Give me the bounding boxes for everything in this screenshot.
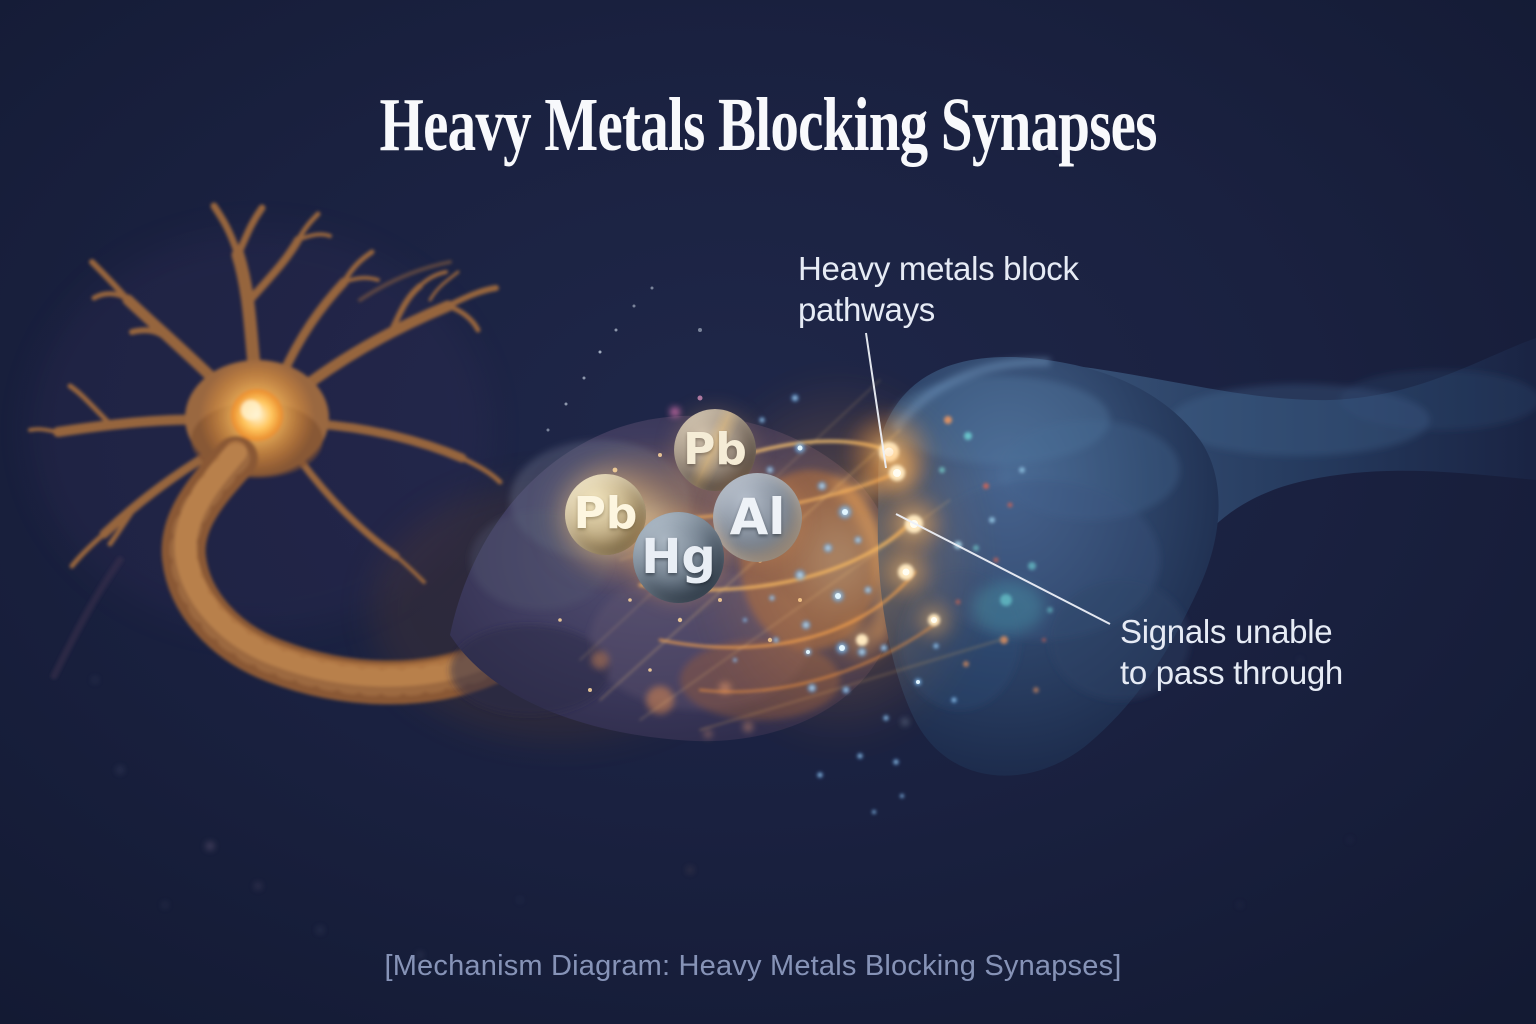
leader-line-pathways <box>865 332 887 469</box>
synaptic-gap <box>546 286 1001 815</box>
metal-sphere-al: Al <box>713 473 802 562</box>
particle-cores <box>797 445 920 684</box>
ambient-dust <box>92 118 1352 958</box>
metal-symbol-hg: Hg <box>641 528 716 585</box>
neurotransmitter-particles <box>732 393 958 815</box>
metal-symbol-al: Al <box>729 487 786 546</box>
blocked-signal-glows <box>836 406 958 666</box>
metal-symbol-pb-2: Pb <box>573 488 638 539</box>
metal-symbol-pb-1: Pb <box>683 423 747 475</box>
annotation-signals-unable: Signals unable to pass through <box>1120 613 1343 691</box>
metal-sphere-pb-2: Pb <box>565 474 646 555</box>
metal-sphere-hg: Hg <box>633 512 724 603</box>
vesicles <box>591 651 753 738</box>
page-title: Heavy Metals Blocking Synapses <box>0 84 1536 166</box>
postsynaptic-terminal <box>877 338 1536 776</box>
page-title-text: Heavy Metals Blocking Synapses <box>379 83 1157 167</box>
leader-line-signals <box>895 513 1111 625</box>
sparkle-dust <box>546 286 702 432</box>
annotation-heavy-metals-block: Heavy metals block pathways <box>798 250 1079 328</box>
figure-caption: [Mechanism Diagram: Heavy Metals Blockin… <box>384 950 1122 982</box>
soma <box>185 358 329 478</box>
